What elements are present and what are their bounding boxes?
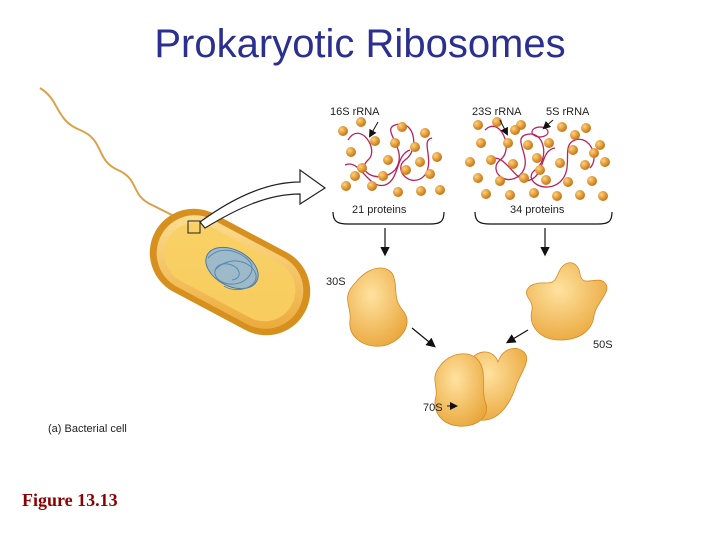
arrow-30s-to-70s	[412, 328, 434, 346]
label-34-proteins: 34 proteins	[510, 204, 565, 216]
label-16s-rrna: 16S rRNA	[330, 106, 380, 118]
label-5s-rrna: 5S rRNA	[546, 106, 590, 118]
ribosome-70s	[435, 348, 527, 426]
zoom-arrow	[200, 170, 325, 228]
label-21-proteins: 21 proteins	[352, 204, 407, 216]
label-50s: 50S	[593, 339, 613, 351]
large-subunit-50s	[526, 263, 607, 340]
figure-label: Figure 13.13	[22, 490, 118, 511]
label-23s-rrna: 23S rRNA	[472, 106, 522, 118]
label-70s: 70S	[423, 402, 443, 414]
large-subunit-components	[465, 117, 610, 201]
small-subunit-components	[338, 117, 445, 197]
arrow-50s-to-70s	[508, 330, 528, 342]
flagellum	[40, 88, 172, 215]
small-subunit-30s	[348, 268, 408, 346]
label-30s: 30S	[326, 276, 346, 288]
cell-caption: (a) Bacterial cell	[48, 423, 127, 435]
